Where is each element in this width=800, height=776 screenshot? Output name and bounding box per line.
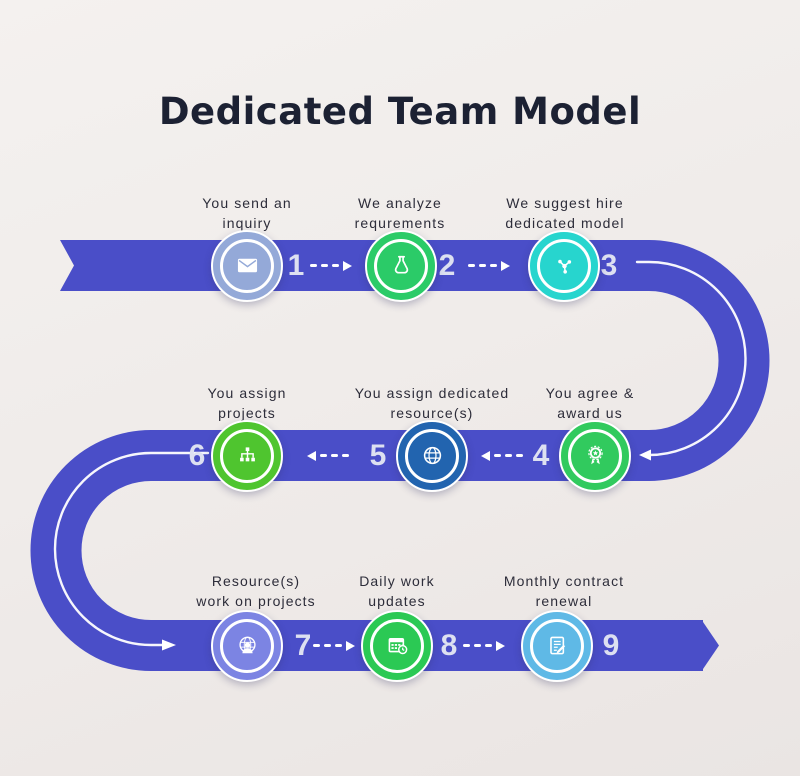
globe-icon: [419, 442, 446, 469]
share-nodes-icon: [551, 252, 578, 279]
step-2-number: 2: [438, 249, 456, 282]
dashed-arrow-right-icon: [463, 640, 505, 651]
step-2-label: We analyze requrements: [354, 195, 446, 231]
step-2-circle: [365, 229, 437, 302]
step-9-circle: [521, 609, 593, 682]
step-8-number: 8: [440, 629, 458, 662]
step-5-number: 5: [369, 439, 387, 472]
step-8-label: Daily work updates: [359, 573, 435, 609]
step-6-circle: [211, 419, 283, 492]
award-ribbon-icon: [582, 442, 609, 469]
step-1-circle: [211, 229, 283, 302]
curve-arrow-right: [635, 260, 747, 457]
flask-icon: [388, 252, 415, 279]
envelope-icon: [234, 252, 261, 279]
step-9-label: Monthly contract renewal: [503, 573, 625, 609]
ribbon-start-banner: [60, 240, 85, 291]
step-1-number: 1: [287, 249, 305, 282]
ribbon-end-arrowhead: [702, 620, 719, 671]
step-7-label: Resource(s) work on projects: [196, 573, 316, 609]
step-7-number: 7: [294, 629, 312, 662]
step-6-number: 6: [188, 439, 206, 472]
step-8-circle: [361, 609, 433, 682]
step-6-label: You assign projects: [207, 385, 287, 421]
dashed-arrow-right-icon: [310, 260, 352, 271]
step-7-circle: [211, 609, 283, 682]
user-globe-icon: [234, 632, 261, 659]
step-5-circle: [396, 419, 468, 492]
step-4-number: 4: [532, 439, 550, 472]
curve-arrowhead-right-icon: [162, 639, 176, 651]
step-3-label: We suggest hire dedicated model: [505, 195, 625, 231]
dashed-arrow-left-icon: [307, 450, 349, 461]
dashed-arrow-left-icon: [481, 450, 523, 461]
sitemap-icon: [234, 442, 261, 469]
step-9-number: 9: [602, 629, 620, 662]
step-3-number: 3: [600, 249, 618, 282]
step-1-label: You send an inquiry: [202, 195, 292, 231]
document-pen-icon: [544, 632, 571, 659]
step-4-label: You agree & award us: [545, 385, 635, 421]
step-4-circle: [559, 419, 631, 492]
curve-arrow-left: [53, 451, 210, 647]
curve-arrowhead-left-icon: [639, 449, 651, 461]
page-title: Dedicated Team Model: [158, 90, 642, 133]
calendar-clock-icon: [384, 632, 411, 659]
dashed-arrow-right-icon: [313, 640, 355, 651]
dashed-arrow-right-icon: [468, 260, 510, 271]
step-3-circle: [528, 229, 600, 302]
step-5-label: You assign dedicated resource(s): [354, 385, 510, 421]
